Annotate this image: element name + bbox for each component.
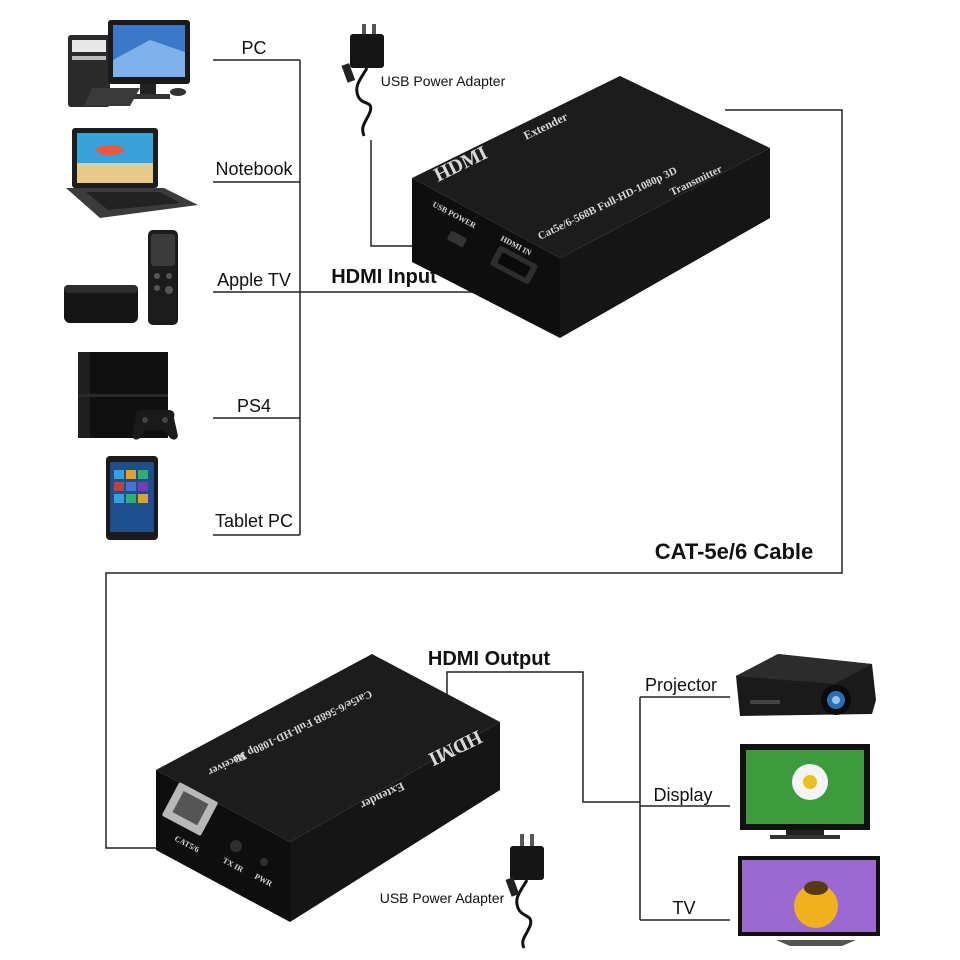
ps4-icon — [78, 352, 178, 440]
hdmi-output-line — [446, 671, 640, 803]
transmitter-top-face — [412, 76, 770, 258]
receiver-ir-port — [230, 840, 242, 852]
transmitter-device: HDMI Extender Cat5e/6-568B Full-HD-1080p… — [412, 76, 770, 338]
usb-adapter-top-label: USB Power Adapter — [381, 73, 506, 89]
transmitter-front-face — [412, 178, 560, 338]
cat-cable-label: CAT-5e/6 Cable — [655, 539, 814, 564]
tablet-icon — [106, 456, 158, 540]
pc-label: PC — [241, 38, 266, 58]
projector-icon — [736, 654, 876, 716]
display-label: Display — [653, 785, 712, 805]
usb-adapter-bottom-label: USB Power Adapter — [380, 890, 505, 906]
pc-icon — [68, 20, 190, 107]
apple-tv-label: Apple TV — [217, 270, 291, 290]
projector-label: Projector — [645, 675, 717, 695]
tv-label: TV — [672, 898, 695, 918]
receiver-power-port — [260, 858, 268, 866]
usb-power-adapter-bottom-icon — [505, 834, 544, 949]
receiver-device: HDMI Extender Cat5e/6-568B Full-HD-1080p… — [156, 654, 500, 922]
transmitter-usb-port — [447, 231, 467, 247]
hdmi-input-label: HDMI Input — [331, 266, 437, 288]
display-icon — [740, 744, 870, 839]
cat-cable-line — [105, 109, 843, 849]
usb-power-adapter-top-icon — [341, 24, 384, 137]
receiver-side-face — [290, 722, 500, 922]
notebook-label: Notebook — [215, 159, 293, 179]
apple-tv-icon — [64, 230, 178, 325]
ps4-label: PS4 — [237, 396, 271, 416]
tv-icon — [738, 856, 880, 946]
transmitter-side-face — [560, 148, 770, 338]
notebook-icon — [66, 128, 198, 218]
receiver-top-face — [156, 654, 500, 842]
tablet-pc-label: Tablet PC — [215, 511, 293, 531]
connection-lines — [105, 59, 843, 921]
hdmi-output-label: HDMI Output — [428, 648, 551, 670]
